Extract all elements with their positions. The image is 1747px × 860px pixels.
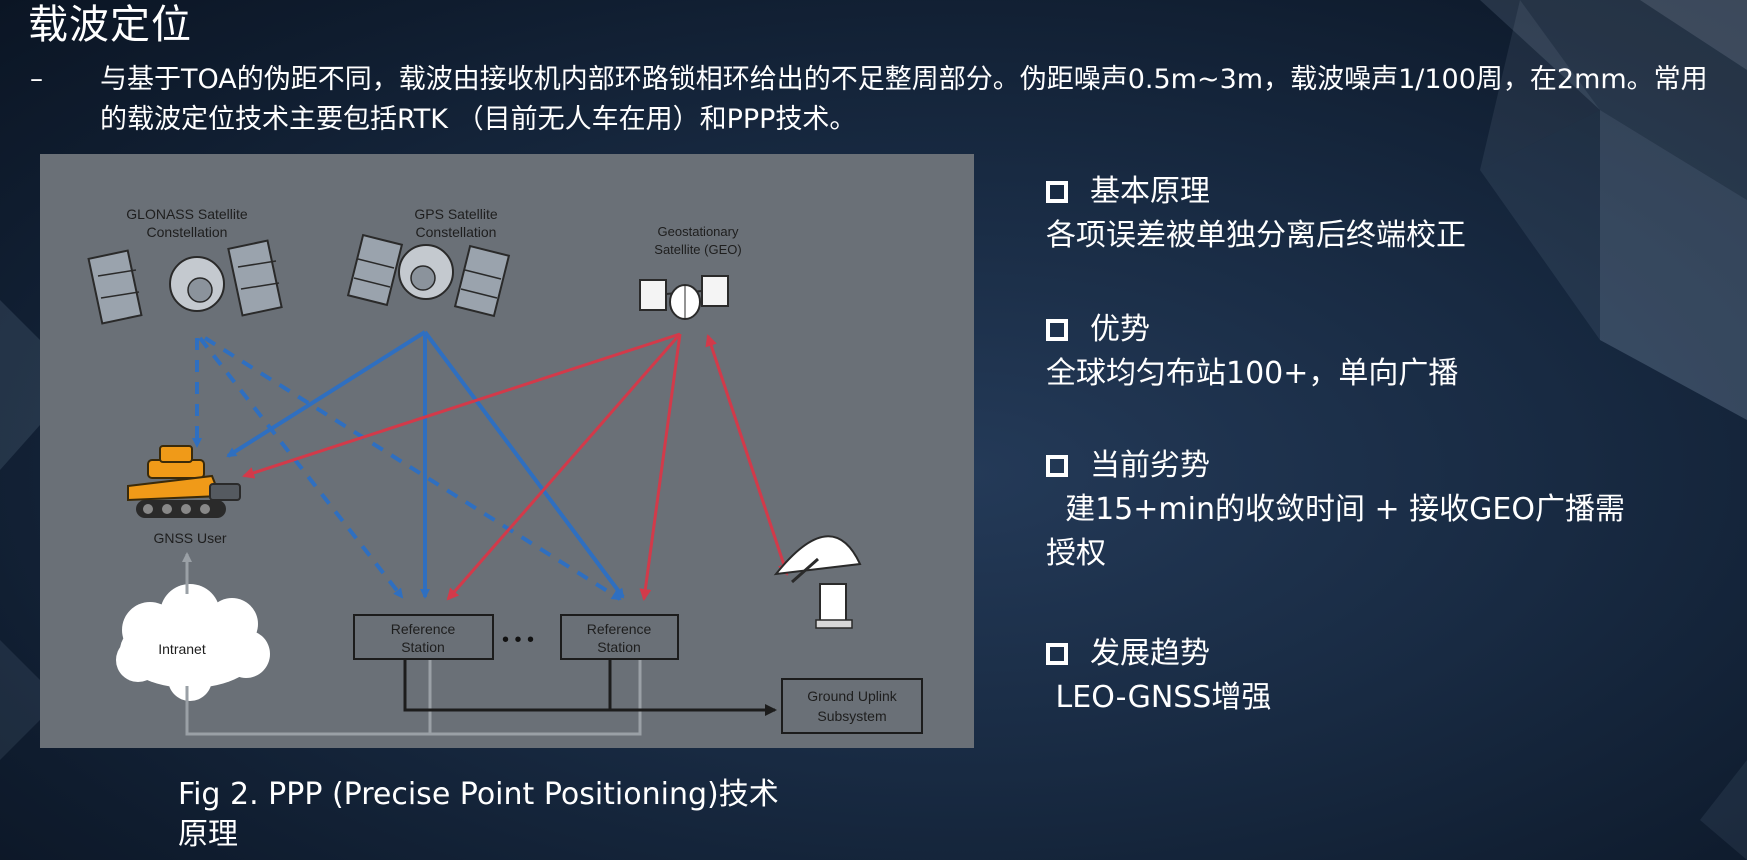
point-body: 各项误差被单独分离后终端校正 — [1046, 218, 1466, 253]
geo-satellite-icon — [639, 275, 729, 320]
checkbox-icon — [1046, 319, 1068, 341]
gray-return-line — [185, 657, 642, 736]
satellite-dish-icon — [773, 535, 862, 629]
glonass-to-station2-link — [203, 336, 622, 601]
ground-uplink-box — [781, 678, 923, 734]
glonass-label-line1: GLONASS Satellite — [126, 206, 248, 222]
uplink-label-line1: Ground Uplink — [807, 688, 897, 704]
point-body: LEO-GNSS增强 — [1046, 680, 1272, 715]
checkbox-icon — [1046, 643, 1068, 665]
point-heading: 发展趋势 — [1090, 636, 1210, 671]
gps-label-line1: GPS Satellite — [414, 206, 497, 222]
point-disadvantage: 当前劣势 建15+min的收敛时间 + 接收GEO广播需 授权 — [1046, 444, 1736, 576]
reference-station-2-box — [560, 614, 679, 660]
point-heading: 优势 — [1090, 312, 1150, 347]
gps-label-line2: Constellation — [416, 224, 497, 240]
slide-title: 载波定位 — [28, 2, 192, 48]
point-principle: 基本原理 各项误差被单独分离后终端校正 — [1046, 170, 1736, 258]
reference-station-2-line2: Station — [597, 639, 641, 655]
intranet-label: Intranet — [158, 641, 206, 657]
point-advantage: 优势 全球均匀布站100+，单向广播 — [1046, 308, 1736, 396]
point-heading: 当前劣势 — [1090, 448, 1210, 483]
point-body: 全球均匀布站100+，单向广播 — [1046, 356, 1459, 391]
point-body-line-1: 建15+min的收敛时间 + 接收GEO广播需 — [1046, 492, 1625, 527]
intro-paragraph: 与基于TOA的伪距不同，载波由接收机内部环路锁相环给出的不足整周部分。伪距噪声0… — [100, 64, 1708, 135]
glonass-to-station1-link — [198, 336, 404, 599]
glonass-satellite-icon — [87, 239, 283, 325]
geo-to-user-link — [242, 332, 681, 479]
checkbox-icon — [1046, 181, 1068, 203]
geo-label-line1: Geostationary — [658, 224, 739, 239]
uplink-label-line2: Subsystem — [817, 708, 886, 724]
gps-to-station2-link — [423, 330, 625, 599]
geo-to-station2-link — [639, 333, 682, 601]
point-body-line-2: 授权 — [1046, 536, 1106, 571]
checkbox-icon — [1046, 455, 1068, 477]
caption-line-1: Fig 2. PPP (Precise Point Positioning)技术 — [178, 777, 779, 812]
reference-station-2-line1: Reference — [587, 621, 652, 637]
uplink-to-geo-link — [705, 334, 790, 576]
station-to-uplink-link — [403, 659, 777, 716]
point-trend: 发展趋势 LEO-GNSS增强 — [1046, 632, 1736, 720]
ppp-diagram: GLONASS Satellite Constellation GPS Sate… — [40, 154, 974, 748]
reference-station-1-line2: Station — [401, 639, 445, 655]
geo-to-station1-link — [446, 333, 682, 601]
glonass-label-line2: Constellation — [147, 224, 228, 240]
figure-caption: Fig 2. PPP (Precise Point Positioning)技术… — [178, 775, 938, 855]
point-heading: 基本原理 — [1090, 174, 1210, 209]
cloud-icon — [116, 584, 270, 701]
station-ellipsis: • • • — [502, 629, 534, 651]
gps-to-user-link — [226, 330, 427, 458]
reference-station-1-box — [353, 614, 494, 660]
vehicle-icon — [127, 445, 241, 518]
user-label: GNSS User — [153, 530, 226, 546]
gps-satellite-icon — [346, 233, 511, 318]
reference-station-1-line1: Reference — [391, 621, 456, 637]
caption-line-2: 原理 — [178, 817, 238, 852]
geo-label-line2: Satellite (GEO) — [654, 242, 741, 257]
bullet-dash: – — [30, 64, 43, 94]
